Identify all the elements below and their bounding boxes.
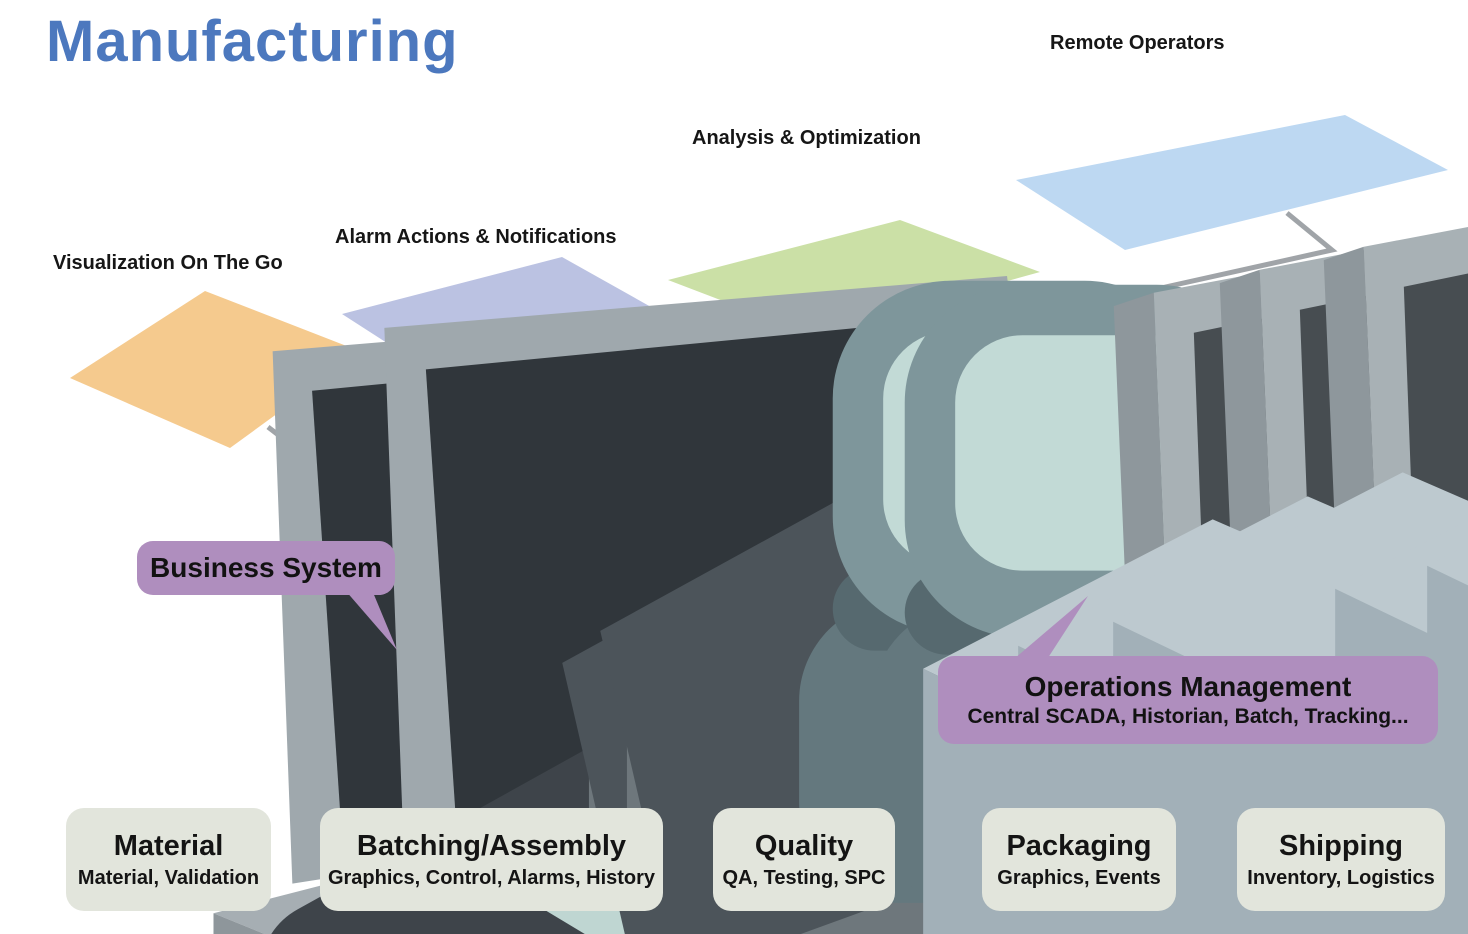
business-system-title: Business System [150, 551, 382, 583]
business-system-callout: Business System [137, 541, 395, 595]
process-box-subtitle: Graphics, Events [997, 866, 1161, 889]
operations-management-title: Operations Management [1024, 671, 1352, 703]
label-visualization: Visualization On The Go [53, 252, 283, 274]
operations-callout-tail [1008, 596, 1088, 664]
process-box-subtitle: QA, Testing, SPC [722, 866, 886, 889]
process-box-quality: Quality QA, Testing, SPC [713, 808, 895, 911]
platform-visualization [70, 291, 362, 448]
label-analysis: Analysis & Optimization [692, 127, 921, 149]
label-alarm: Alarm Actions & Notifications [335, 226, 617, 248]
label-remote: Remote Operators [1050, 32, 1225, 54]
process-box-subtitle: Material, Validation [77, 866, 260, 889]
process-box-title: Shipping [1278, 829, 1404, 862]
page-title: Manufacturing [46, 9, 459, 74]
process-box-subtitle: Inventory, Logistics [1247, 866, 1435, 889]
operations-management-subtitle: Central SCADA, Historian, Batch, Trackin… [967, 704, 1409, 728]
process-box-title: Material [113, 829, 224, 862]
process-box-packaging: Packaging Graphics, Events [982, 808, 1176, 911]
platform-remote [1016, 115, 1448, 250]
process-box-title: Batching/Assembly [356, 829, 627, 862]
business-system-callout-tail [345, 590, 397, 650]
process-box-batching-assembly: Batching/Assembly Graphics, Control, Ala… [320, 808, 663, 911]
process-box-title: Packaging [1006, 829, 1152, 862]
process-box-material: Material Material, Validation [66, 808, 271, 911]
process-box-title: Quality [754, 829, 854, 862]
process-box-subtitle: Graphics, Control, Alarms, History [327, 866, 656, 889]
operations-management-callout: Operations Management Central SCADA, His… [938, 656, 1438, 744]
process-box-shipping: Shipping Inventory, Logistics [1237, 808, 1445, 911]
